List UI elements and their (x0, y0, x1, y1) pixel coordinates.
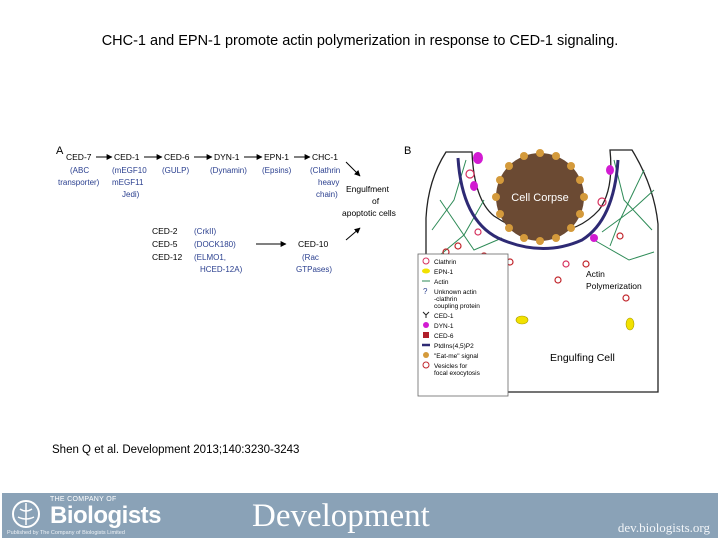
figure-diagram: A CED-7 (ABC transporter) CED-1 (mEGF10 … (56, 145, 659, 397)
legend-label: CED-1 (434, 313, 454, 320)
eat-me-signals (492, 149, 588, 245)
footer-bar: THE COMPANY OF Biologists Published by T… (2, 493, 718, 538)
gene-dyn1: DYN-1 (214, 152, 240, 162)
gene-ced6-desc-1: (GULP) (162, 166, 189, 175)
legend-label: DYN-1 (434, 323, 454, 330)
gene-chc1-desc-1: (Clathrin (310, 166, 340, 175)
gene-ced1-desc-1: (mEGF10 (112, 166, 147, 175)
epn1-icon (422, 268, 430, 274)
panel-b: B C (404, 145, 659, 397)
actin-label-1: Actin (586, 269, 605, 279)
outcome-line-3: apoptotic cells (342, 208, 396, 218)
legend-row: CED-1 (422, 311, 454, 320)
legend-label: EPN-1 (434, 269, 454, 276)
legend-label: Clathrin (434, 259, 457, 266)
arrow-ced10-engulfment (345, 227, 361, 241)
gene-ced7-desc-2: transporter) (58, 178, 100, 187)
actin-label-2: Polymerization (586, 281, 642, 291)
vesicle-icon (422, 361, 430, 369)
dyn1-markers (470, 152, 614, 242)
gene-ced7: CED-7 (66, 152, 92, 162)
gene-ced12: CED-12 (152, 252, 183, 262)
gene-chc1: CHC-1 (312, 152, 338, 162)
gene-chc1-desc-2: heavy (318, 178, 339, 187)
biologists-logo-icon (12, 500, 40, 528)
legend-label: Unknown actin (434, 289, 477, 296)
legend-label: focal exocytosis (434, 370, 481, 377)
legend-row: CED-6 (423, 332, 454, 340)
gene-ced2: CED-2 (152, 226, 178, 236)
unknown-protein-icon: ? (423, 287, 428, 296)
clathrin-markers (465, 169, 607, 268)
corpse-label: Cell Corpse (511, 192, 568, 204)
gene-ced7-desc-1: (ABC (70, 166, 89, 175)
panel-a: A CED-7 (ABC transporter) CED-1 (mEGF10 … (56, 145, 396, 274)
ced6-icon (423, 332, 429, 338)
epn1-markers (515, 315, 635, 331)
gene-ced1: CED-1 (114, 152, 140, 162)
gene-dyn1-desc-1: (Dynamin) (210, 166, 247, 175)
legend-row: Actin (422, 279, 449, 286)
group2-desc-3: (ELMO1, (194, 253, 226, 262)
ptdins-membrane (456, 157, 620, 250)
company-line: THE COMPANY OF (50, 496, 117, 503)
legend-row: PtdIns(4,5)P2 (422, 343, 474, 350)
footer-url[interactable]: dev.biologists.org (617, 520, 710, 535)
group2-desc-2: (DOCK180) (194, 240, 236, 249)
panel-b-label: B (404, 145, 411, 157)
legend-label: "Eat-me" signal (434, 353, 479, 360)
group2-desc-4: HCED-12A) (200, 265, 243, 274)
legend-label: CED-6 (434, 333, 454, 340)
legend-label: -clathrin (434, 296, 458, 303)
outcome-line-2: of (372, 196, 380, 206)
gene-ced10-desc-2: GTPases) (296, 265, 332, 274)
panel-a-label: A (56, 145, 64, 157)
legend-row: DYN-1 (423, 322, 454, 330)
cell-corpse: Cell Corpse (492, 149, 588, 245)
legend-label: Actin (434, 279, 449, 286)
legend-label: coupling protein (434, 303, 480, 310)
gene-epn1-desc-1: (Epsins) (262, 166, 292, 175)
engulfing-cell-label: Engulfing Cell (550, 352, 615, 364)
slide-title: CHC-1 and EPN-1 promote actin polymeriza… (101, 33, 619, 49)
legend-row: EPN-1 (422, 268, 454, 276)
clathrin-icon (422, 257, 430, 265)
gene-ced6: CED-6 (164, 152, 190, 162)
ced1-icon (422, 311, 430, 318)
legend-label: PtdIns(4,5)P2 (434, 343, 474, 350)
citation: Shen Q et al. Development 2013;140:3230-… (52, 444, 300, 456)
gene-epn1: EPN-1 (264, 152, 289, 162)
logo-text: Biologists (50, 502, 162, 529)
outcome-line-1: Engulfment (346, 184, 390, 194)
journal-name: Development (252, 498, 430, 534)
arrow-chc1-engulfment (345, 161, 361, 177)
gene-ced5: CED-5 (152, 239, 178, 249)
legend-row: Clathrin (422, 257, 457, 266)
actin-filaments (431, 159, 655, 261)
legend-row: "Eat-me" signal (423, 352, 479, 360)
gene-ced1-desc-2: mEGF11 (112, 178, 144, 187)
gene-ced10-desc-1: (Rac (302, 253, 319, 262)
legend-label: Vesicles for (434, 363, 468, 370)
gene-chc1-desc-3: chain) (316, 190, 338, 199)
gene-ced10: CED-10 (298, 239, 329, 249)
eat-me-icon (423, 352, 429, 358)
group2-desc-1: (CrkII) (194, 227, 217, 236)
published-line: Published by The Company of Biologists L… (7, 530, 125, 536)
gene-ced1-desc-3: Jedi) (122, 190, 140, 199)
dyn1-icon (423, 322, 429, 328)
